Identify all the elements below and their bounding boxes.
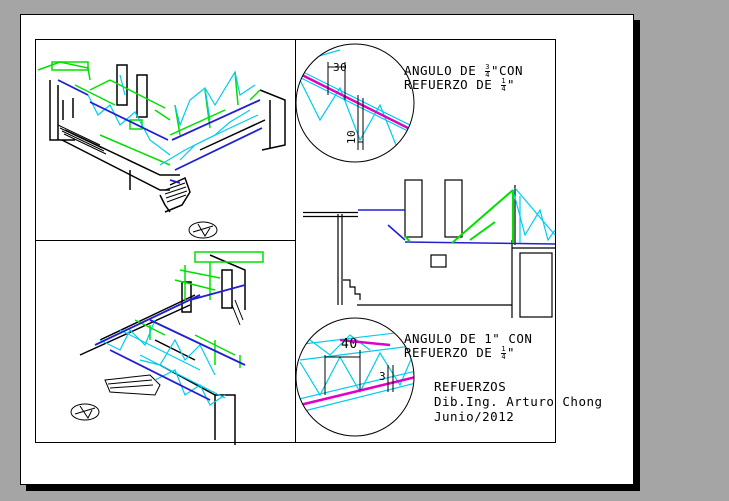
fraction-denominator: 4 [501, 85, 507, 93]
fraction-denominator: 4 [501, 353, 507, 361]
fraction-numerator: 3 [485, 63, 490, 71]
detail-bottom-dim-a: 40 [341, 337, 358, 352]
north-arrow-icon [188, 221, 218, 239]
drawing-sheet [20, 14, 634, 485]
fraction-numerator: 1 [501, 345, 507, 353]
detail-circle-top [295, 43, 415, 163]
detail-top-dim-a: 30 [333, 61, 348, 74]
detail-bottom-line2-suffix: " [507, 345, 516, 360]
isometric-view-bottom [70, 251, 264, 445]
detail-bottom-dim-b: 3 [379, 370, 387, 383]
title-block-date: Junio/2012 [434, 409, 515, 424]
detail-top-line2-prefix: REFUERZO DE [404, 77, 501, 92]
fraction-denominator: 4 [485, 71, 490, 79]
viewport-frames [35, 39, 556, 443]
detail-top-dim-b: 10 [345, 129, 359, 145]
section-view [303, 179, 556, 318]
isometric-view-top [37, 61, 286, 239]
title-block-title: REFUERZOS [434, 379, 507, 394]
detail-top-prefix: ANGULO DE [404, 63, 485, 78]
north-arrow-icon [70, 403, 100, 421]
fraction-numerator: 1 [501, 77, 507, 85]
detail-bottom-line2-prefix: REFUERZO DE [404, 345, 501, 360]
detail-bottom-line1: ANGULO DE 1" CON [404, 331, 533, 346]
detail-top-line2-suffix: " [507, 77, 516, 92]
title-block-author: Dib.Ing. Arturo Chong [434, 394, 603, 409]
detail-circle-bottom [295, 317, 415, 437]
detail-top-suffix: "CON [490, 63, 524, 78]
